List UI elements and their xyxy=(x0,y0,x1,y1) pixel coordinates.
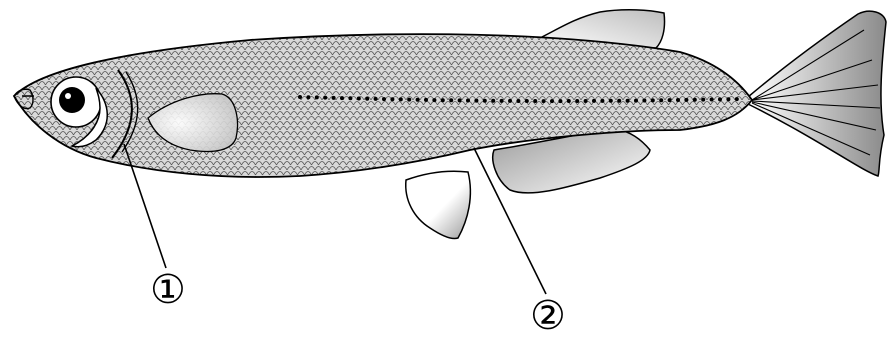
lateral-line-pore xyxy=(651,98,655,102)
lateral-line-pore xyxy=(298,95,302,99)
lateral-line-pore xyxy=(374,97,378,101)
lateral-line-pore xyxy=(634,99,638,103)
lateral-line-pore xyxy=(424,98,428,102)
lateral-line-pore xyxy=(659,98,663,102)
lateral-line-pore xyxy=(668,98,672,102)
lateral-line-pore xyxy=(542,99,546,103)
lateral-line-pore xyxy=(399,97,403,101)
lateral-line-pore xyxy=(525,99,529,103)
lateral-line-pore xyxy=(306,95,310,99)
lateral-line-pore xyxy=(340,96,344,100)
lateral-line-pore xyxy=(567,99,571,103)
lateral-line-pore xyxy=(592,99,596,103)
lateral-line-pore xyxy=(483,99,487,103)
lateral-line-pore xyxy=(449,98,453,102)
lateral-line-pore xyxy=(315,95,319,99)
lateral-line-pore xyxy=(466,99,470,103)
lateral-line-pore xyxy=(718,97,722,101)
lateral-line-pore xyxy=(600,99,604,103)
lateral-line-pore xyxy=(626,99,630,103)
lateral-line-pore xyxy=(617,99,621,103)
lateral-line-pore xyxy=(441,98,445,102)
caudal-fin xyxy=(748,11,886,176)
lateral-line-pore xyxy=(416,98,420,102)
lateral-line-pore xyxy=(701,98,705,102)
lateral-line-pore xyxy=(348,96,352,100)
lateral-line-pore xyxy=(432,98,436,102)
lateral-line-pore xyxy=(407,98,411,102)
lateral-line-pore xyxy=(533,99,537,103)
eye xyxy=(51,77,101,127)
lateral-line-pore xyxy=(710,98,714,102)
lateral-line-pore xyxy=(584,99,588,103)
callout-label-1: ① xyxy=(150,270,186,310)
lateral-line-pore xyxy=(332,96,336,100)
lateral-line-pore xyxy=(458,98,462,102)
lateral-line-pore xyxy=(726,97,730,101)
lateral-line-pore xyxy=(575,99,579,103)
lateral-line-pore xyxy=(684,98,688,102)
lateral-line-pore xyxy=(516,99,520,103)
lateral-line-pore xyxy=(323,96,327,100)
lateral-line-pore xyxy=(693,98,697,102)
lateral-line-pore xyxy=(550,99,554,103)
lateral-line-pore xyxy=(735,97,739,101)
lateral-line-pore xyxy=(382,97,386,101)
lateral-line-pore xyxy=(474,99,478,103)
lateral-line-pore xyxy=(676,98,680,102)
lateral-line-pore xyxy=(357,97,361,101)
lateral-line-pore xyxy=(558,99,562,103)
lateral-line-pore xyxy=(491,99,495,103)
lateral-line-pore xyxy=(508,99,512,103)
pelvic-fin xyxy=(406,171,471,238)
lateral-line-pore xyxy=(500,99,504,103)
lateral-line-pore xyxy=(642,99,646,103)
lateral-line-pore xyxy=(390,97,394,101)
lateral-line-pore xyxy=(365,97,369,101)
lateral-line-pore xyxy=(609,99,613,103)
callout-label-2: ② xyxy=(530,296,566,336)
